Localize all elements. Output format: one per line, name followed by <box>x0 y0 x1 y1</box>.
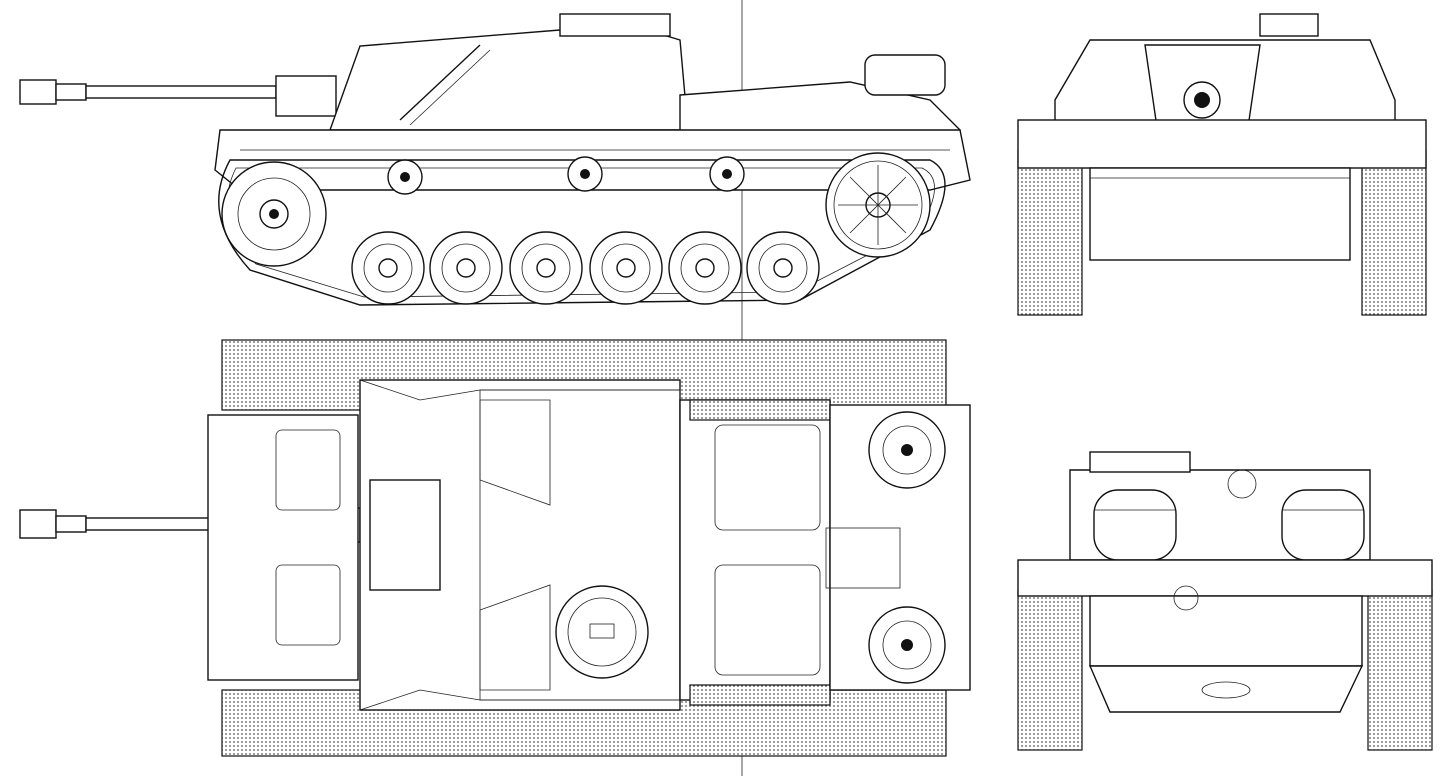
side-return-rollers <box>387 156 745 195</box>
rear-view <box>1017 451 1433 751</box>
top-spare-wheels <box>868 411 946 684</box>
front-hull-plate <box>1089 167 1351 261</box>
front-view <box>1017 13 1427 316</box>
side-cupola <box>559 13 671 37</box>
top-engine-deck <box>679 399 831 701</box>
side-view <box>19 13 971 306</box>
front-left-track <box>1017 149 1083 316</box>
rear-hull-plate <box>1089 595 1363 667</box>
top-front-plate <box>207 414 359 681</box>
top-gun-mantlet <box>369 479 441 591</box>
front-gun-muzzle <box>1194 92 1210 108</box>
side-gun <box>19 75 337 117</box>
side-idler-wheel <box>825 152 931 258</box>
side-superstructure <box>329 27 689 131</box>
side-road-wheels <box>351 231 820 305</box>
top-cupola <box>555 585 649 679</box>
top-view <box>19 339 971 757</box>
front-right-track <box>1361 149 1427 316</box>
side-spare-wheels <box>864 54 946 96</box>
rear-right-track <box>1367 589 1433 751</box>
side-track <box>218 159 946 306</box>
side-drive-sprocket <box>221 161 327 267</box>
rear-spare-wheels <box>1093 489 1365 561</box>
rear-left-track <box>1017 589 1083 751</box>
